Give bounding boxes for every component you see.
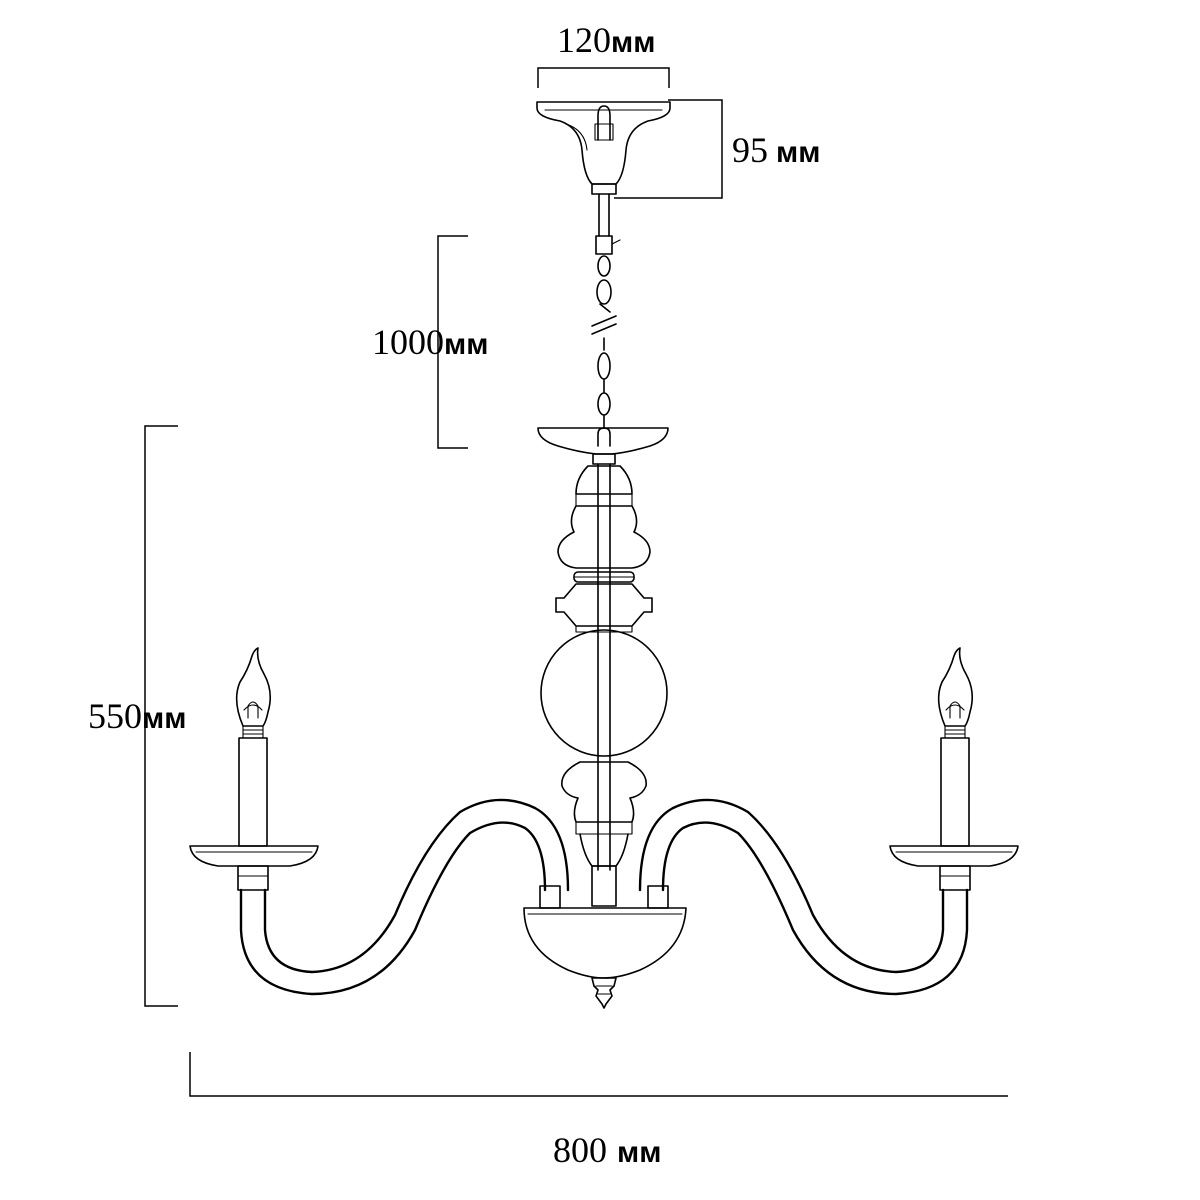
canopy-width-unit: мм — [611, 26, 655, 59]
svg-text:1000мм: 1000мм — [372, 322, 488, 362]
right-arm — [638, 798, 969, 996]
right-candle — [889, 647, 1019, 891]
chain-length-value: 1000 — [372, 322, 444, 362]
canopy-width-value: 120 — [557, 20, 611, 60]
upper-cup — [537, 427, 669, 465]
bottom-bowl — [523, 885, 687, 1009]
body-height-unit: мм — [142, 702, 186, 735]
svg-text:550мм: 550мм — [88, 696, 186, 736]
canopy-height-unit: мм — [776, 136, 820, 169]
dimension-canopy-width: 120мм — [537, 20, 670, 88]
total-width-value: 800 — [553, 1130, 607, 1170]
dimension-total-width: 800 мм — [189, 1052, 1008, 1170]
left-candle — [189, 647, 319, 891]
suspension-chain — [591, 193, 621, 429]
chain-length-unit: мм — [444, 328, 488, 361]
left-arm — [239, 798, 570, 996]
dimension-body-height: 550мм — [88, 425, 186, 1007]
total-width-unit: мм — [617, 1136, 661, 1169]
central-column — [540, 463, 668, 907]
body-height-value: 550 — [88, 696, 142, 736]
ceiling-canopy — [536, 101, 671, 195]
svg-text:120мм: 120мм — [557, 20, 655, 60]
canopy-height-value: 95 — [732, 130, 768, 170]
dimension-chain-length: 1000мм — [372, 235, 488, 449]
